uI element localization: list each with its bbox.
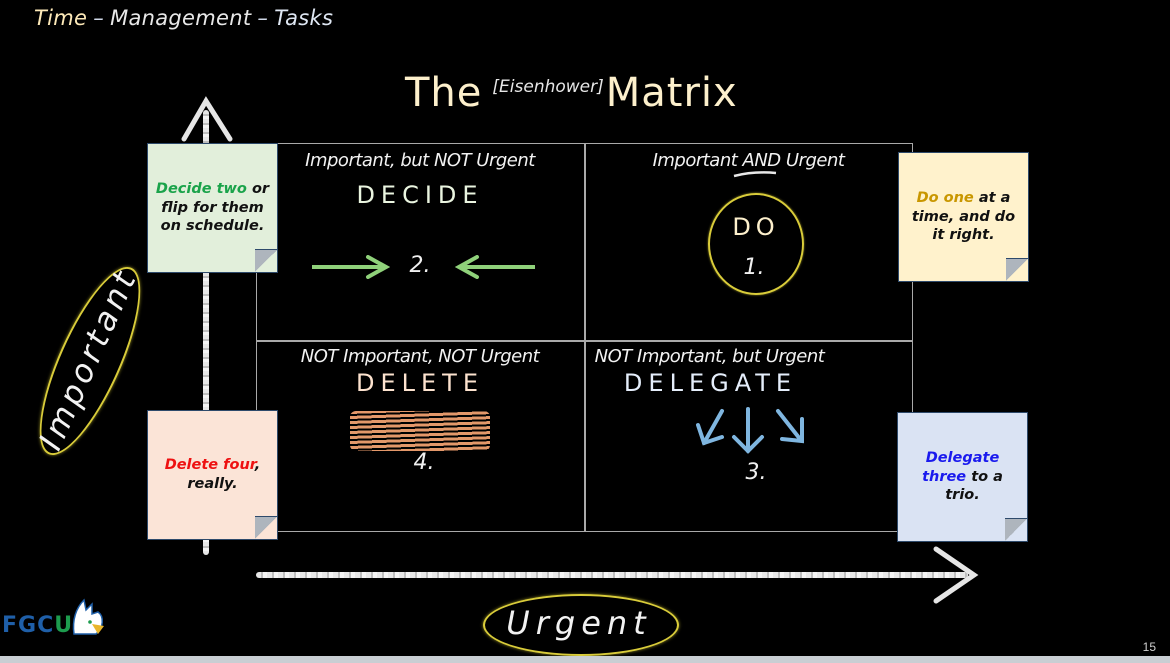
note-delete: Delete four, really.	[147, 410, 278, 540]
note-highlight: Delete four	[164, 457, 255, 474]
page-title: The [Eisenhower]Matrix	[405, 70, 738, 116]
action-decide: DECIDE	[356, 181, 484, 209]
note-text: or flip for them on schedule.	[160, 180, 270, 235]
action-delete: DELETE	[355, 369, 484, 397]
page-curl-icon	[1006, 258, 1028, 281]
logo-text: FGC	[2, 613, 55, 638]
title-the: The	[405, 70, 483, 116]
note-text: to a trio.	[945, 468, 1003, 504]
quadrant-number-2: 2.	[409, 253, 431, 278]
quadrant-label: Important AND Urgent	[652, 150, 845, 171]
breadcrumb-tasks: Tasks	[274, 6, 334, 30]
right-arrowhead-icon	[933, 546, 979, 604]
quadrant-label: NOT Important, but Urgent	[594, 346, 825, 367]
note-decide: Decide two or flip for them on schedule.	[147, 143, 278, 273]
quadrant-label: NOT Important, NOT Urgent	[300, 346, 540, 367]
page-number: 15	[1142, 640, 1156, 654]
action-delegate: DELEGATE	[623, 369, 798, 397]
action-do: DO	[732, 213, 780, 241]
important-axis	[203, 110, 209, 555]
logo-text-u: U	[54, 613, 74, 638]
right-arrow-icon	[312, 255, 390, 279]
title-matrix: Matrix	[605, 70, 738, 116]
left-arrow-icon	[455, 255, 535, 279]
title-eisenhower: [Eisenhower]	[492, 77, 604, 97]
note-highlight: Decide two	[155, 180, 247, 197]
page-curl-icon	[1005, 518, 1027, 541]
delete-scribble	[350, 411, 490, 451]
grid-horizontal-divider	[256, 340, 913, 342]
quadrant-delegate: NOT Important, but Urgent DELEGATE	[584, 346, 913, 397]
grid-vertical-divider	[584, 143, 586, 532]
breadcrumb-separator: –	[93, 6, 105, 30]
up-arrowhead-icon	[181, 96, 233, 142]
note-highlight: Delegate three	[922, 449, 1000, 485]
quadrant-label: Important, but NOT Urgent	[305, 150, 535, 171]
important-axis-label: Important	[31, 262, 145, 456]
page-curl-icon	[255, 249, 277, 272]
note-do: Do one at a time, and do it right.	[898, 152, 1029, 282]
fgcu-logo: FGCU	[2, 613, 73, 638]
page-curl-icon	[255, 516, 277, 539]
quadrant-number-3: 3.	[745, 460, 767, 485]
quadrant-delete: NOT Important, NOT Urgent DELETE	[256, 346, 584, 397]
breadcrumb: Time–Management–Tasks	[34, 6, 333, 30]
urgent-axis	[256, 572, 968, 578]
urgent-axis-label: Urgent	[506, 604, 652, 642]
delegate-arrows-icon	[696, 407, 804, 454]
quadrant-decide: Important, but NOT Urgent DECIDE	[256, 150, 584, 209]
breadcrumb-separator: –	[257, 6, 269, 30]
quadrant-do: Important AND Urgent	[584, 150, 913, 171]
do-circle	[708, 193, 804, 295]
note-delegate: Delegate three to a trio.	[897, 412, 1028, 542]
note-highlight: Do one	[916, 189, 974, 206]
and-underline	[733, 171, 777, 178]
breadcrumb-management: Management	[110, 6, 252, 30]
note-text: at a time, and do it right.	[911, 189, 1016, 244]
breadcrumb-time: Time	[34, 6, 88, 30]
quadrant-number-1: 1.	[743, 255, 765, 280]
eagle-icon	[72, 598, 104, 635]
note-text: , really.	[187, 457, 261, 492]
urgent-ellipse	[483, 594, 679, 656]
footer-bar	[0, 656, 1170, 663]
quadrant-number-4: 4.	[413, 450, 435, 475]
